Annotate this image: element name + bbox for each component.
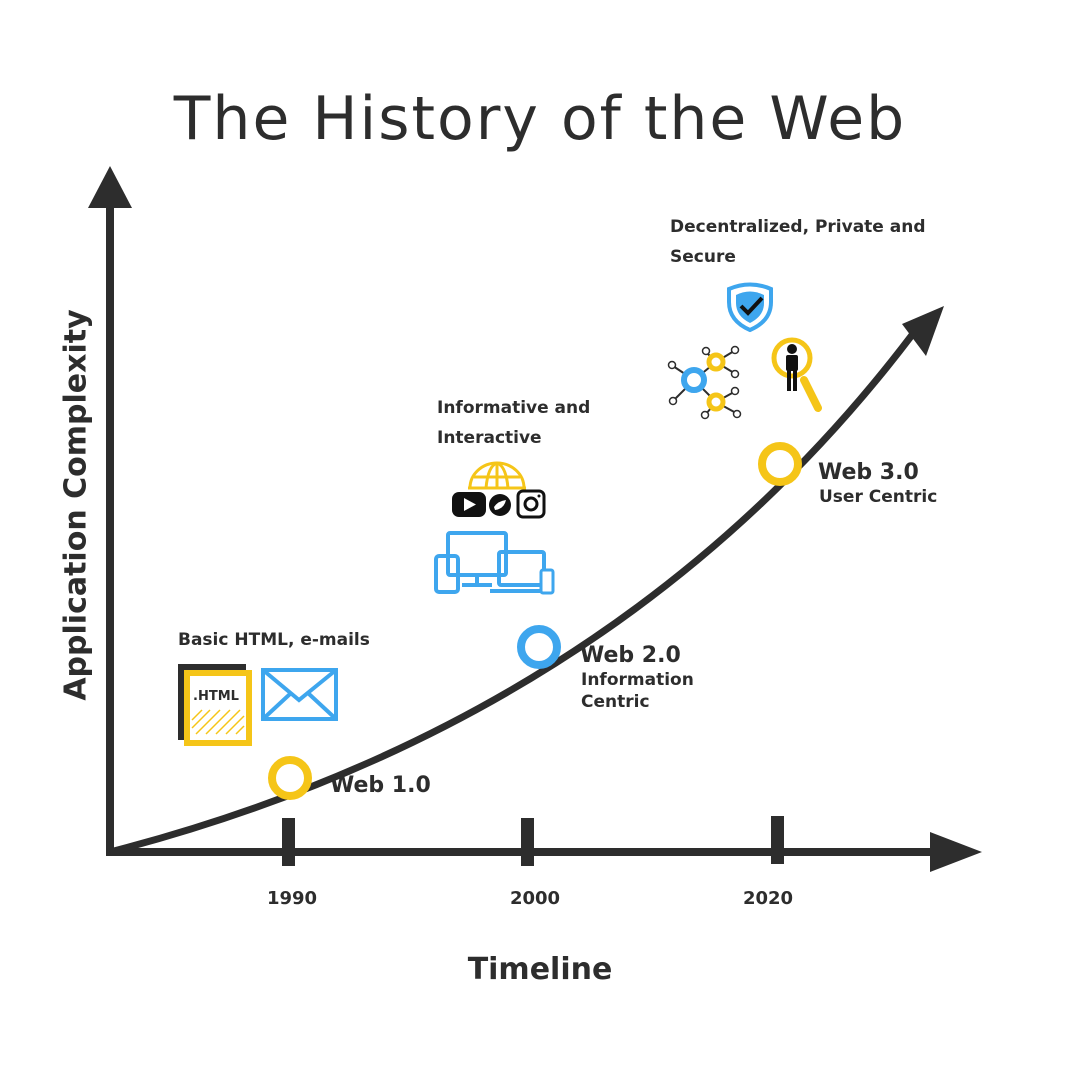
envelope-icon [261, 668, 338, 721]
tick-label-2000: 2000 [509, 888, 561, 909]
web2-subtitle: Information Centric [581, 670, 694, 712]
network-icon [667, 345, 742, 420]
growth-curve [109, 332, 915, 856]
diagram-title: The History of the Web [173, 84, 907, 154]
tick-label-2020: 2020 [742, 888, 794, 909]
globe-icon [468, 461, 526, 490]
web2-title: Web 2.0 [580, 643, 681, 668]
web1-title: Web 1.0 [330, 773, 431, 798]
web1-description: Basic HTML, e-mails [178, 630, 370, 650]
html-file-icon: .HTML [178, 664, 252, 746]
growth-curve-arrowhead [902, 306, 944, 356]
web3-description: Decentralized, Private and Secure [670, 217, 926, 267]
web3-title: Web 3.0 [818, 460, 919, 485]
phone-icon [539, 568, 555, 595]
marker-web1 [268, 756, 312, 800]
marker-web2 [517, 625, 561, 669]
tick-2020 [771, 816, 784, 864]
x-axis-arrowhead [930, 832, 982, 872]
web2-description: Informative and Interactive [437, 398, 591, 448]
y-axis-arrowhead [88, 166, 132, 208]
tick-label-1990: 1990 [266, 888, 318, 909]
instagram-icon [516, 489, 546, 519]
tablet-icon [434, 554, 460, 594]
y-axis-label: Application Complexity [58, 309, 94, 701]
x-axis-label: Timeline [467, 952, 613, 987]
youtube-icon [452, 492, 486, 517]
twitter-icon [489, 494, 511, 516]
web3-subtitle: User Centric [819, 487, 938, 507]
marker-web3 [758, 442, 802, 486]
tick-2000 [521, 818, 534, 866]
tick-1990 [282, 818, 295, 866]
user-search-icon [771, 337, 822, 412]
html-file-label: .HTML [193, 689, 239, 704]
shield-icon [727, 282, 773, 333]
